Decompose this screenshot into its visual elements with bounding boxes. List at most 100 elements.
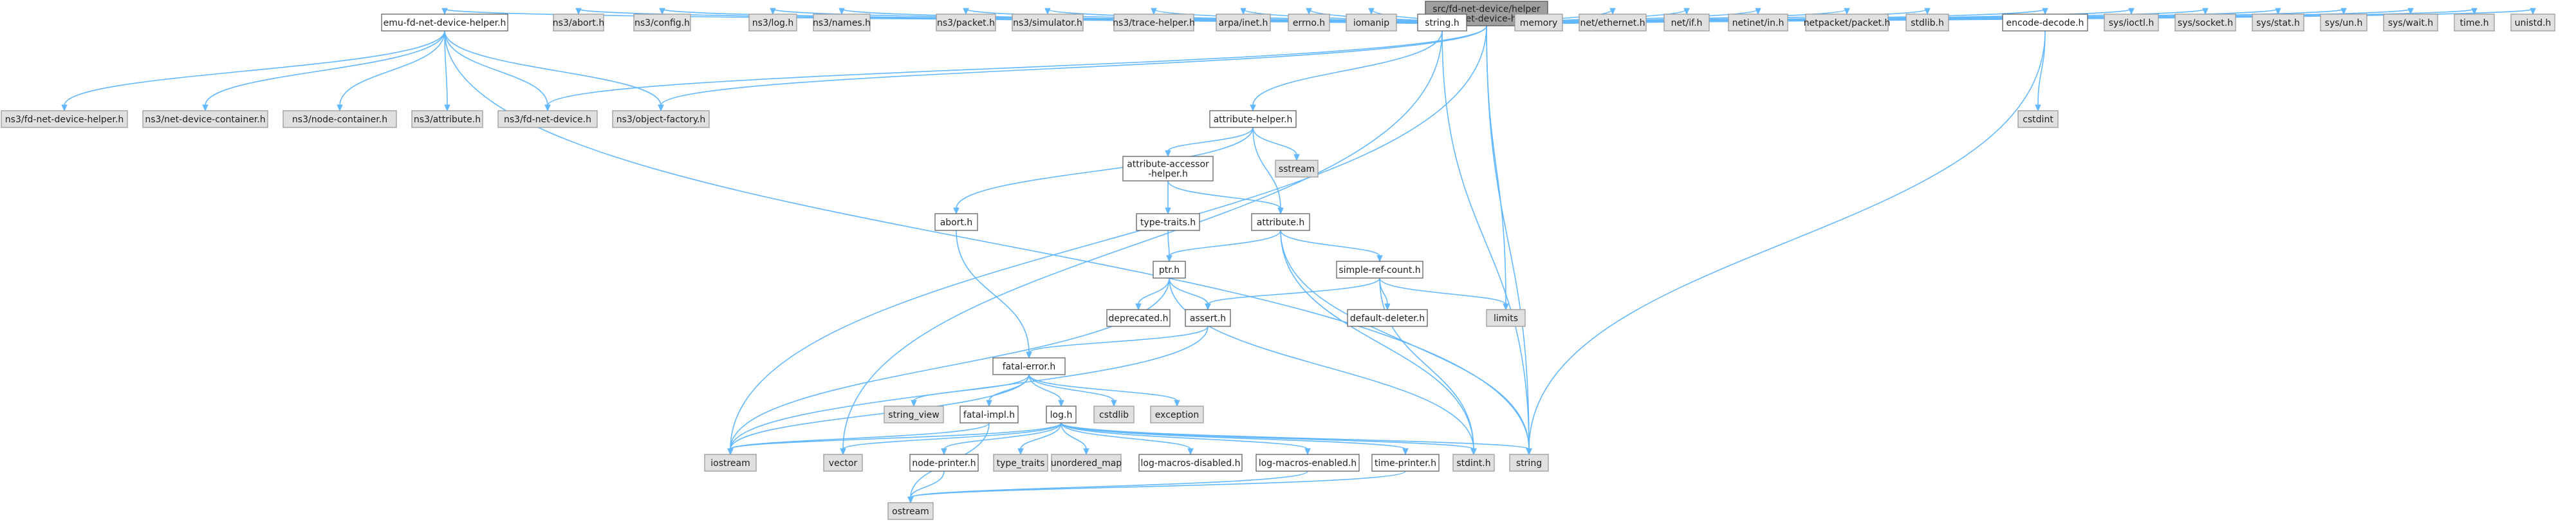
node-label: unordered_map: [1051, 458, 1122, 469]
node-label: ns3/trace-helper.h: [1113, 18, 1195, 28]
node-label: type_traits: [997, 458, 1045, 469]
node-label: stdint.h: [1456, 458, 1490, 469]
node-time_printer[interactable]: time-printer.h: [1371, 454, 1440, 472]
node-default_deleter[interactable]: default-deleter.h: [1347, 309, 1428, 327]
node-attr_helper[interactable]: attribute-helper.h: [1209, 110, 1297, 128]
edge-line: [1061, 422, 1308, 450]
node-emu_h[interactable]: emu-fd-net-device-helper.h: [381, 14, 508, 32]
node-label: sstream: [1279, 164, 1315, 174]
edge-arrowhead: [941, 448, 947, 456]
node-attribute_h[interactable]: attribute.h: [1251, 213, 1310, 231]
edge-line: [956, 230, 1030, 353]
node-log_dis[interactable]: log-macros-disabled.h: [1138, 454, 1243, 472]
edge-arrowhead: [2471, 8, 2478, 15]
edge-ptr_h-to-iostream: [727, 277, 1170, 456]
node-attr_acc[interactable]: attribute-accessor-helper.h: [1122, 156, 1214, 182]
node-ns3_simulator: ns3/simulator.h: [1012, 14, 1084, 32]
node-sys_ioctl: sys/ioctl.h: [2104, 14, 2159, 32]
node-box: [1, 110, 128, 128]
edge-arrowhead: [1277, 207, 1284, 215]
edge-emu_h-to-string: [444, 30, 1532, 456]
node-box: [1905, 14, 1949, 32]
edge-line: [1167, 230, 1170, 257]
node-box: [1251, 213, 1310, 231]
node-box: [1106, 309, 1171, 327]
edge-root-to-limits: [1486, 25, 1509, 311]
node-box: [934, 213, 978, 231]
node-label: netpacket/packet.h: [1804, 18, 1891, 28]
node-box: [1136, 213, 1200, 231]
node-netpacket: netpacket/packet.h: [1804, 14, 1891, 32]
edge-arrowhead: [2042, 8, 2048, 15]
edge-line: [1379, 277, 1506, 305]
node-sys_wait: sys/wait.h: [2383, 14, 2438, 32]
edge-line: [1486, 25, 1506, 305]
edge-line: [1252, 127, 1297, 156]
edge-fatal_error-to-cstdlib: [1028, 374, 1117, 407]
node-box: [1209, 110, 1297, 128]
node-ptr_h[interactable]: ptr.h: [1153, 261, 1186, 279]
edge-emu_h-to-ns3_fdnd: [444, 30, 551, 112]
node-box: [813, 14, 871, 32]
edge-arrowhead: [441, 8, 448, 15]
node-assert_h[interactable]: assert.h: [1185, 309, 1231, 327]
node-label: ptr.h: [1159, 265, 1180, 275]
node-box: [1046, 405, 1077, 424]
node-box: [1347, 309, 1428, 327]
edge-arrowhead: [1293, 154, 1300, 162]
edge-arrowhead: [1526, 448, 1532, 456]
node-deprecated[interactable]: deprecated.h: [1106, 309, 1171, 327]
node-box: [2383, 14, 2438, 32]
node-box: [381, 14, 508, 32]
node-log_en[interactable]: log-macros-enabled.h: [1256, 454, 1360, 472]
node-iomanip: iomanip: [1346, 14, 1397, 32]
edge-arrowhead: [986, 400, 992, 407]
node-ostream: ostream: [887, 502, 934, 520]
node-encode_decode[interactable]: encode-decode.h: [2002, 14, 2088, 32]
node-fatal_impl[interactable]: fatal-impl.h: [959, 405, 1019, 424]
node-label: sys/stat.h: [2256, 18, 2300, 28]
node-box: [993, 454, 1048, 472]
edge-simple_ref-to-limits: [1379, 277, 1509, 311]
node-box: [142, 110, 268, 128]
node-label: sys/ioctl.h: [2109, 18, 2154, 28]
edge-arrowhead: [1111, 400, 1117, 407]
node-label: log.h: [1050, 410, 1073, 420]
edge-root-to-ns3_fdnd: [544, 25, 1487, 112]
node-string_h[interactable]: string.h: [1417, 14, 1467, 32]
node-node_printer[interactable]: node-printer.h: [909, 454, 979, 472]
edge-line: [1441, 30, 1530, 450]
node-box: [497, 110, 598, 128]
node-sys_socket: sys/socket.h: [2174, 14, 2236, 32]
node-label: time-printer.h: [1375, 458, 1436, 469]
edge-attribute_h-to-simple_ref: [1280, 230, 1383, 263]
edge-attr_helper-to-attr_acc: [1165, 127, 1254, 158]
node-label: ns3/simulator.h: [1013, 18, 1082, 28]
node-box: [1153, 261, 1186, 279]
node-abort_h[interactable]: abort.h: [934, 213, 978, 231]
node-type_traits: type_traits: [993, 454, 1048, 472]
node-label: string: [1516, 458, 1542, 469]
node-label: ns3/fd-net-device.h: [504, 115, 591, 125]
node-simple_ref[interactable]: simple-ref-count.h: [1336, 261, 1423, 279]
node-label: iomanip: [1353, 18, 1389, 28]
edge-arrowhead: [839, 8, 845, 15]
node-box: [823, 454, 863, 472]
node-ns3_attribute: ns3/attribute.h: [411, 110, 483, 128]
edge-line: [1167, 180, 1281, 209]
edge-arrowhead: [1083, 448, 1089, 456]
edge-string_h-to-attr_helper: [1250, 30, 1443, 112]
node-fatal_error[interactable]: fatal-error.h: [992, 357, 1066, 375]
edge-log_h-to-node_printer: [941, 422, 1062, 456]
node-type_traits_h[interactable]: type-traits.h: [1136, 213, 1200, 231]
node-box: [959, 405, 1019, 424]
node-box: [2104, 14, 2159, 32]
edge-arrowhead: [1384, 303, 1391, 311]
node-box: [283, 110, 397, 128]
edge-log_h-to-unordered_map: [1061, 422, 1089, 456]
edge-line: [730, 25, 1487, 450]
edge-arrowhead: [1503, 303, 1509, 311]
node-log_h[interactable]: log.h: [1046, 405, 1077, 424]
edge-line: [1252, 30, 1443, 106]
edge-line: [1207, 277, 1380, 305]
